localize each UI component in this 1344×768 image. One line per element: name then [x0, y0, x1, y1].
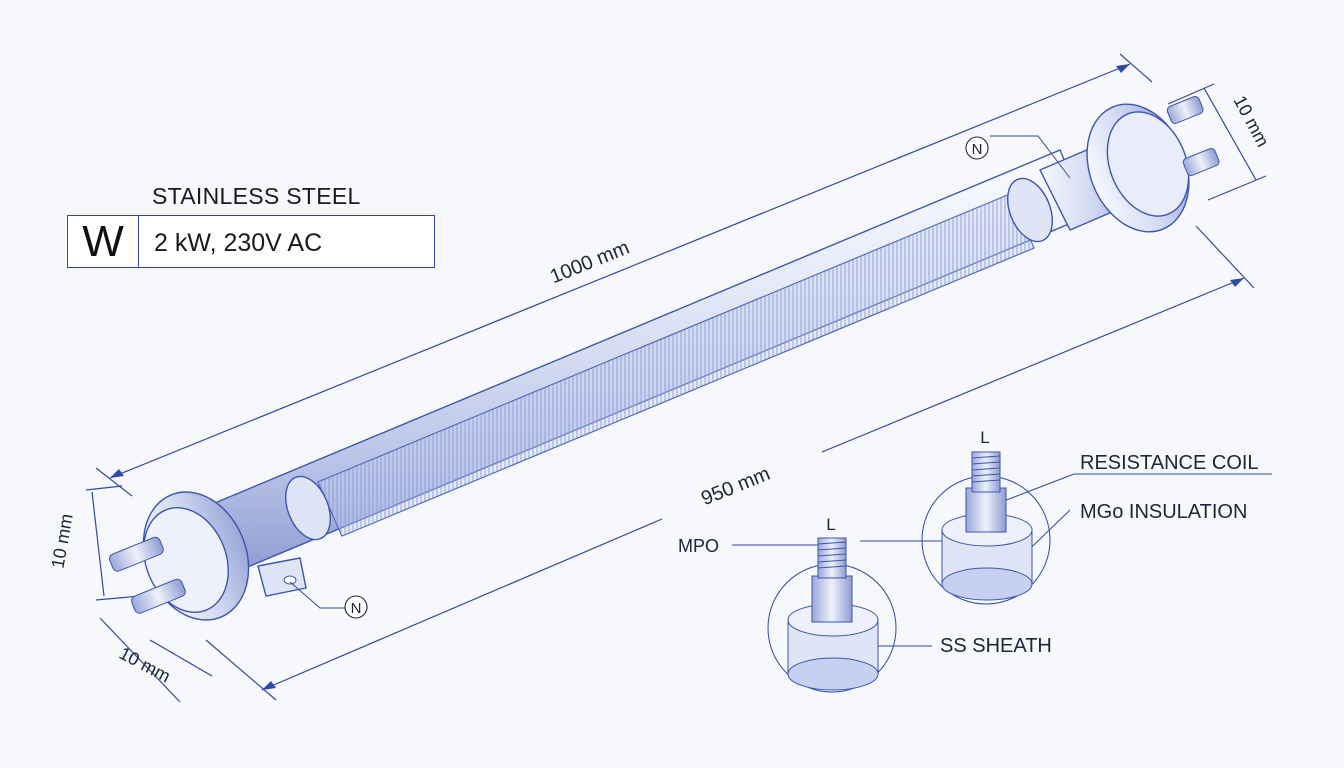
label-overall-length: 1000 mm — [547, 237, 633, 289]
label-live-upper: L — [980, 428, 989, 447]
label-flange-left-depth: 10 mm — [116, 643, 174, 686]
label-ss-sheath: SS SHEATH — [940, 635, 1052, 657]
label-flange-left-height: 10 mm — [47, 512, 76, 570]
svg-text:N: N — [972, 141, 983, 158]
label-mpo: MPO — [678, 536, 719, 556]
right-end-cap — [1086, 95, 1220, 233]
label-flange-right: 10 mm — [1230, 92, 1273, 150]
dim-flange-right — [1167, 83, 1267, 201]
label-resistance-coil: RESISTANCE COIL — [1080, 452, 1259, 474]
dim-heated-length — [205, 225, 1255, 701]
label-mgo-insulation: MGo INSULATION — [1080, 501, 1247, 523]
left-end-cap — [109, 491, 307, 621]
label-live-lower: L — [826, 515, 835, 534]
spec-material-label: STAINLESS STEEL — [152, 183, 361, 209]
label-heated-length: 950 mm — [698, 463, 773, 510]
svg-text:N: N — [351, 600, 362, 617]
dim-overall-length — [95, 53, 1153, 497]
terminal-detail-upper — [921, 451, 1051, 605]
spec-rating: 2 kW, 230V AC — [154, 229, 323, 257]
spec-symbol: W — [68, 216, 139, 267]
neutral-marker-top: N — [965, 136, 989, 160]
heater-tube — [209, 139, 1141, 572]
neutral-marker-bottom: N — [344, 595, 368, 619]
spec-box: W 2 kW, 230V AC — [67, 215, 435, 268]
dim-flange-left — [85, 485, 213, 703]
terminal-detail-lower — [767, 537, 897, 693]
